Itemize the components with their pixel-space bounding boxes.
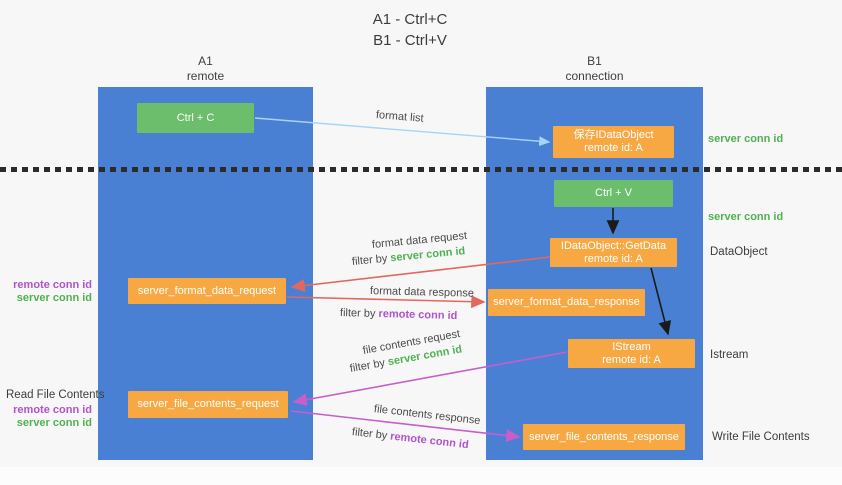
filter-by-text: filter by bbox=[351, 252, 391, 268]
node-ctrl-c-label: Ctrl + C bbox=[176, 111, 215, 124]
node-server-format-data-response-label: server_format_data_response bbox=[493, 296, 640, 308]
node-ctrl-c: Ctrl + C bbox=[137, 103, 254, 133]
node-getdata-line1: IDataObject::GetData bbox=[560, 239, 667, 252]
node-getdata: IDataObject::GetData remote id: A bbox=[550, 238, 677, 267]
lane-a1-header: A1 remote bbox=[98, 54, 313, 84]
node-server-format-data-response: server_format_data_response bbox=[488, 289, 645, 316]
lane-b1-name: B1 bbox=[587, 54, 602, 68]
edge-label-format-list: format list bbox=[375, 109, 425, 125]
node-server-file-contents-response: server_file_contents_response bbox=[523, 424, 685, 450]
annotation-read-file-contents: Read File Contents bbox=[6, 389, 105, 401]
node-istream-line1: IStream bbox=[612, 340, 651, 353]
node-istream: IStream remote id: A bbox=[568, 339, 695, 368]
diagram-title: A1 - Ctrl+C B1 - Ctrl+V bbox=[330, 9, 490, 51]
node-save-dataobject-line2: remote id: A bbox=[584, 142, 643, 154]
server-conn-id-label: server conn id bbox=[16, 292, 92, 304]
lane-a1-name: A1 bbox=[198, 54, 213, 68]
bottom-strip bbox=[0, 467, 842, 485]
filter-by-text: filter by bbox=[348, 356, 389, 375]
node-ctrl-v-label: Ctrl + V bbox=[595, 187, 632, 199]
edge-label-filter-remote-2: filter by remote conn id bbox=[351, 426, 469, 451]
lane-a1-subtitle: remote bbox=[186, 69, 225, 83]
node-istream-line2: remote id: A bbox=[602, 353, 661, 366]
diagram-title-line1: A1 - Ctrl+C bbox=[372, 11, 448, 28]
node-getdata-line2: remote id: A bbox=[584, 252, 643, 265]
node-ctrl-v: Ctrl + V bbox=[554, 180, 673, 207]
annotation-dataobject: DataObject bbox=[710, 246, 768, 258]
diagram-title-line2: B1 - Ctrl+V bbox=[373, 32, 447, 49]
remote-conn-id-label: remote conn id bbox=[13, 404, 92, 416]
node-server-file-contents-request-label: server_file_contents_request bbox=[137, 398, 279, 410]
node-server-format-data-request-label: server_format_data_request bbox=[137, 284, 277, 297]
dotted-divider bbox=[0, 167, 842, 172]
edge-label-file-contents-response: file contents response bbox=[373, 403, 482, 428]
annotation-server-conn-id-top: server conn id bbox=[708, 133, 784, 145]
node-server-file-contents-response-label: server_file_contents_response bbox=[529, 430, 679, 443]
node-save-dataobject: 保存IDataObject remote id: A bbox=[553, 126, 674, 158]
edge-label-filter-server-1: filter by server conn id bbox=[351, 245, 465, 268]
annotation-istream: Istream bbox=[710, 349, 749, 361]
edge-label-format-data-response: format data response bbox=[369, 285, 475, 300]
edge-label-filter-remote-1: filter by remote conn id bbox=[340, 307, 458, 322]
remote-conn-id-label: remote conn id bbox=[13, 279, 92, 291]
lane-b1-subtitle: connection bbox=[565, 69, 624, 83]
annotation-write-file-contents: Write File Contents bbox=[712, 431, 810, 443]
annotation-server-conn-id-mid: server conn id bbox=[708, 211, 784, 223]
annotation-conn-ids-format: remote conn id server conn id bbox=[0, 279, 92, 305]
lane-b1-header: B1 connection bbox=[486, 54, 703, 84]
filter-by-text: filter by bbox=[339, 307, 379, 321]
node-server-format-data-request: server_format_data_request bbox=[128, 278, 286, 304]
remote-conn-id-text: remote conn id bbox=[389, 430, 470, 452]
filter-by-text: filter by bbox=[351, 426, 391, 443]
node-server-file-contents-request: server_file_contents_request bbox=[128, 391, 288, 418]
server-conn-id-label: server conn id bbox=[16, 417, 92, 429]
node-save-dataobject-line1: 保存IDataObject bbox=[573, 129, 654, 141]
remote-conn-id-text: remote conn id bbox=[378, 308, 458, 323]
annotation-conn-ids-file: remote conn id server conn id bbox=[0, 404, 92, 430]
